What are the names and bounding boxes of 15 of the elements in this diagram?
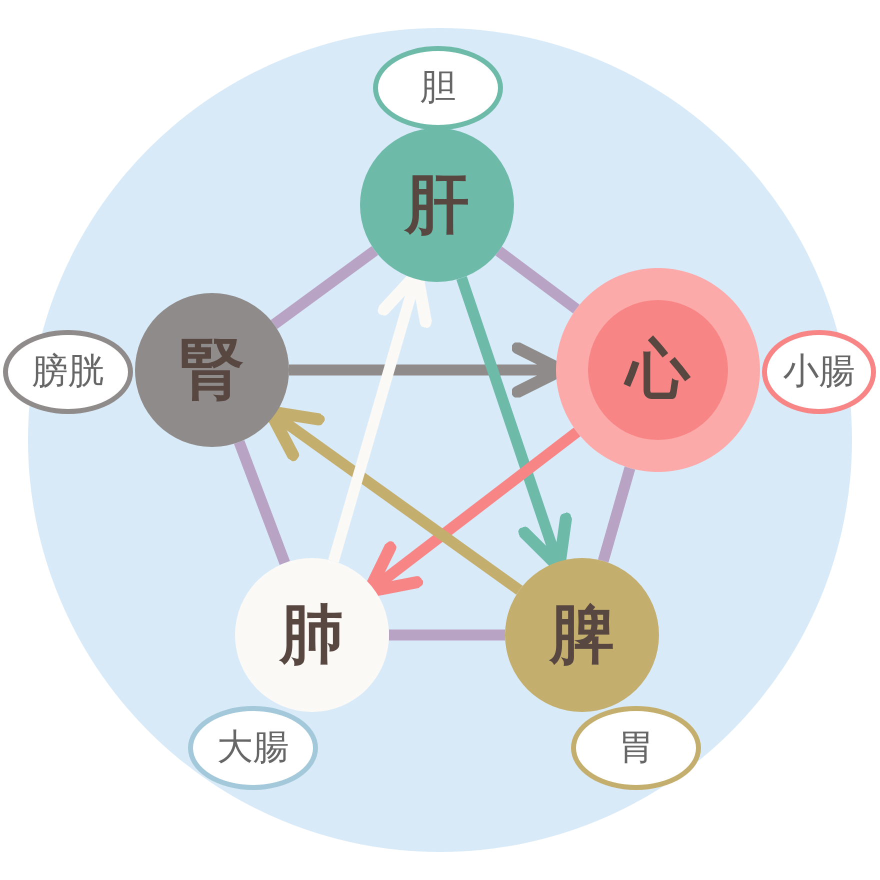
organ-label: 胆 xyxy=(420,70,456,106)
connector-line xyxy=(495,246,580,314)
organ-label: 肝 xyxy=(405,173,469,237)
organ-label: 腎 xyxy=(180,338,244,402)
organ-label: 小腸 xyxy=(783,354,855,390)
connector-line xyxy=(270,246,378,329)
organ-label: 肺 xyxy=(280,603,344,667)
organ-label: 膀胱 xyxy=(32,354,104,390)
organ-label: 心 xyxy=(626,338,690,402)
organ-label: 大腸 xyxy=(217,730,289,766)
connector-line xyxy=(598,466,636,562)
organ-label: 胃 xyxy=(618,730,654,766)
organ-label: 脾 xyxy=(550,603,614,667)
connector-line xyxy=(234,440,290,565)
connector-line xyxy=(389,630,505,640)
